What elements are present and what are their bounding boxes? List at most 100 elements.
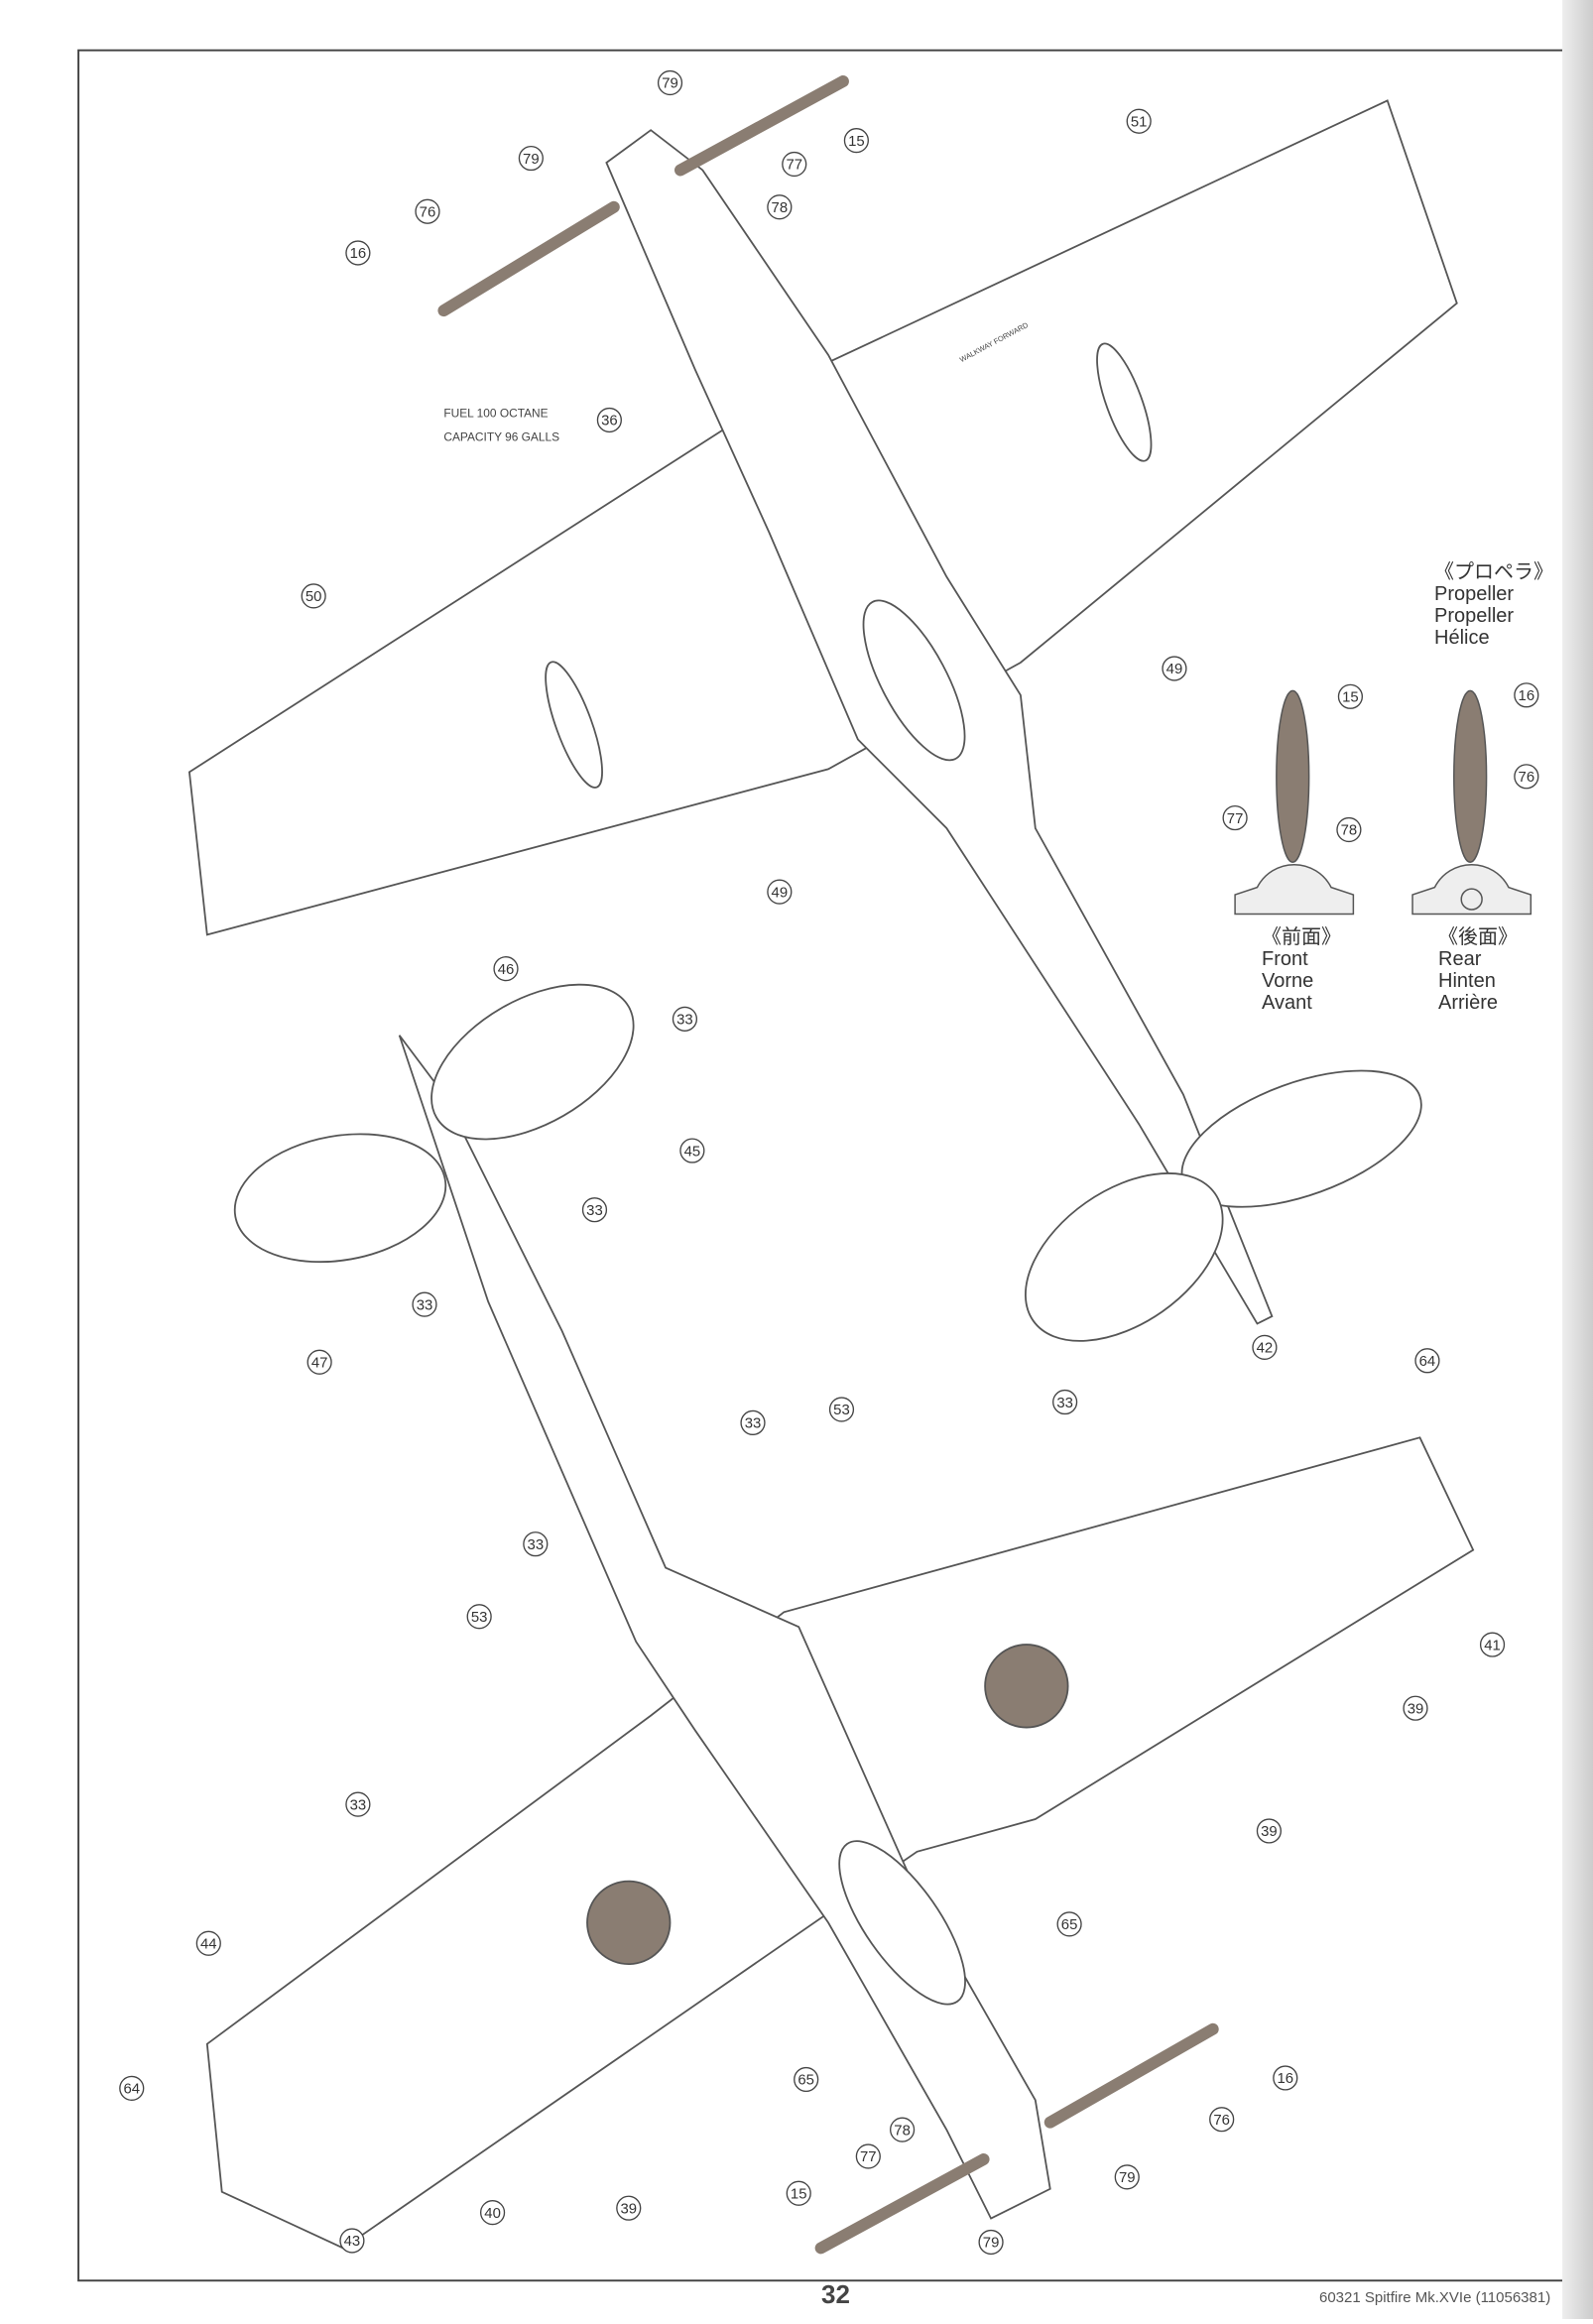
front-label-line: Avant — [1262, 992, 1312, 1014]
propeller-blade — [437, 200, 620, 317]
legend-title-line: Propeller — [1434, 583, 1515, 605]
callout-circle — [1162, 656, 1187, 681]
callout-circle — [518, 145, 544, 172]
callout-number: 53 — [471, 1610, 488, 1626]
callout-circle — [890, 2117, 916, 2142]
callout-circle — [855, 2143, 881, 2169]
part-callout: 16 — [1273, 2065, 1298, 2091]
lower-wheel-left — [586, 1880, 672, 1966]
front-label-line: Front — [1262, 948, 1308, 970]
callout-circle — [581, 1197, 608, 1223]
callout-number: 15 — [791, 2186, 807, 2202]
part-callout: 47 — [306, 1349, 332, 1375]
part-callout: 76 — [415, 198, 440, 224]
part-callout: 33 — [581, 1197, 608, 1223]
upper-wing-bay-right — [1096, 342, 1153, 462]
part-callout: 39 — [1403, 1695, 1428, 1721]
callout-circle — [339, 2228, 365, 2254]
callout-circle — [345, 1791, 371, 1817]
callout-circle — [978, 2229, 1004, 2256]
callout-number: 79 — [1119, 2170, 1136, 2186]
callout-circle — [767, 879, 793, 905]
part-callout: 33 — [523, 1531, 549, 1557]
scan-edge — [1562, 0, 1593, 2319]
upper-stabilizer-left — [1025, 1172, 1224, 1342]
callout-number: 33 — [1056, 1396, 1073, 1411]
callout-circle — [1126, 108, 1152, 134]
part-callout: 33 — [412, 1291, 437, 1317]
callout-circle — [119, 2075, 145, 2101]
callout-number: 43 — [344, 2234, 361, 2250]
callout-number: 33 — [586, 1203, 603, 1219]
aircraft-lower-view — [205, 983, 1475, 2255]
propeller-front-drawing — [1234, 689, 1355, 916]
part-callout: 53 — [466, 1604, 492, 1630]
callout-circle — [794, 2066, 819, 2093]
fuel-stencil-2: CAPACITY 96 GALLS — [443, 429, 559, 443]
propeller-rear-drawing — [1411, 689, 1532, 916]
callout-number: 33 — [676, 1013, 693, 1029]
callout-circle — [782, 151, 807, 178]
part-callout: 42 — [1252, 1334, 1278, 1360]
callout-number: 77 — [786, 158, 802, 174]
upper-cockpit — [862, 599, 966, 762]
rear-label-jp: 《後面》 — [1438, 926, 1518, 948]
callout-number: 16 — [1519, 688, 1535, 704]
part-callout: 77 — [855, 2143, 881, 2169]
callout-circle — [657, 69, 683, 96]
callout-circle — [1479, 1632, 1506, 1657]
callout-number: 78 — [772, 200, 789, 216]
callout-circle — [493, 956, 519, 982]
part-callout: 64 — [1414, 1348, 1440, 1374]
callout-number: 64 — [123, 2082, 140, 2098]
callout-circle — [1514, 764, 1539, 790]
part-callout: 39 — [616, 2195, 642, 2221]
part-callout: 15 — [843, 128, 869, 154]
lower-stabilizer-left — [233, 1133, 447, 1264]
callout-number: 78 — [894, 2123, 911, 2139]
callout-circle — [1337, 683, 1364, 709]
callout-number: 33 — [417, 1297, 433, 1313]
legend-title-line: Hélice — [1434, 627, 1490, 649]
part-callout: 41 — [1479, 1632, 1506, 1657]
part-callout: 39 — [1256, 1818, 1282, 1844]
callout-circle — [1256, 1818, 1282, 1844]
propeller-front-label: 《前面》 Front Vorne Avant — [1262, 926, 1341, 1014]
callout-number: 77 — [860, 2149, 877, 2165]
part-callout: 49 — [767, 879, 793, 905]
part-callout: 40 — [479, 2200, 506, 2226]
part-callout: 77 — [782, 151, 807, 178]
callout-number: 76 — [1213, 2113, 1230, 2129]
part-callout: 65 — [794, 2066, 819, 2093]
callout-number: 49 — [1166, 662, 1183, 677]
callout-number: 78 — [1341, 823, 1358, 839]
callout-circle — [345, 240, 371, 266]
part-callout: 79 — [518, 145, 544, 172]
front-label-jp: 《前面》 — [1262, 926, 1341, 948]
propeller-blade — [1043, 2022, 1219, 2129]
callout-number: 79 — [662, 76, 678, 92]
callout-circle — [1273, 2065, 1298, 2091]
part-callout: 15 — [1337, 683, 1364, 709]
callout-number: 39 — [1408, 1701, 1424, 1717]
footer-product-code: 60321 Spitfire Mk.XVIe (11056381) — [1319, 2289, 1551, 2306]
callout-number: 64 — [1419, 1354, 1436, 1370]
part-callout: 50 — [301, 583, 326, 609]
callout-circle — [786, 2180, 811, 2206]
part-callout: 78 — [890, 2117, 916, 2142]
part-callout: 51 — [1126, 108, 1152, 134]
part-callout: 15 — [786, 2180, 811, 2206]
callout-circle — [1222, 804, 1248, 831]
callout-circle — [523, 1531, 549, 1557]
callout-circle — [679, 1138, 705, 1163]
callout-circle — [767, 194, 793, 220]
legend-title-jp: 《プロペラ》 — [1434, 561, 1553, 583]
lower-stabilizer-right — [430, 983, 635, 1141]
lower-wheel-right — [984, 1644, 1069, 1729]
callout-circle — [1336, 816, 1362, 843]
callout-number: 65 — [1061, 1917, 1078, 1933]
callout-circle — [415, 198, 440, 224]
